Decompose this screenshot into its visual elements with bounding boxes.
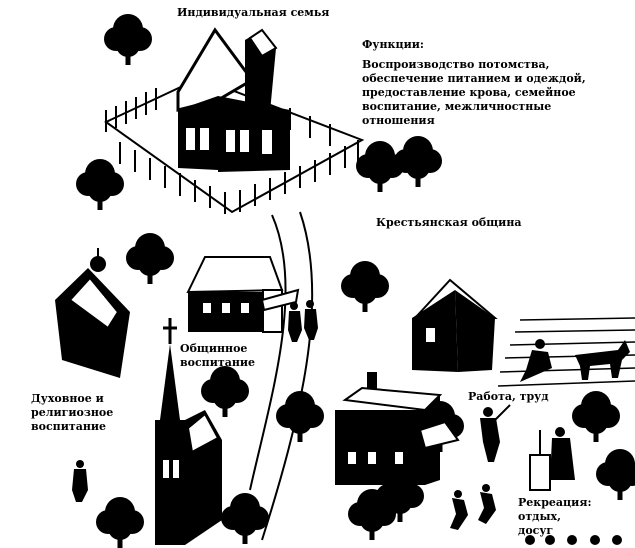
functions-title: Функции: [362,38,424,51]
recreation-label: Рекреация: отдых, досуг [518,496,592,537]
spiritual-education-label: Духовное и религиозное воспитание [31,392,114,433]
work-house [335,372,460,485]
worker [480,404,511,462]
work-label: Работа, труд [468,390,549,403]
barn [412,278,498,372]
family-title: Индивидуальная семья [177,6,330,19]
churning-woman [529,427,575,491]
ploughman [520,339,630,382]
church [155,318,222,545]
family-house [104,27,365,214]
crowd [525,535,622,545]
functions-text: Воспроизводство потомства, обеспечение п… [362,58,586,127]
children [72,460,496,530]
community-label: Крестьянская община [376,216,522,229]
road [249,211,314,541]
villagers [288,300,318,342]
chapel [55,248,130,378]
community-house [186,256,300,333]
community-education-label: Общинное воспитание [180,342,256,369]
